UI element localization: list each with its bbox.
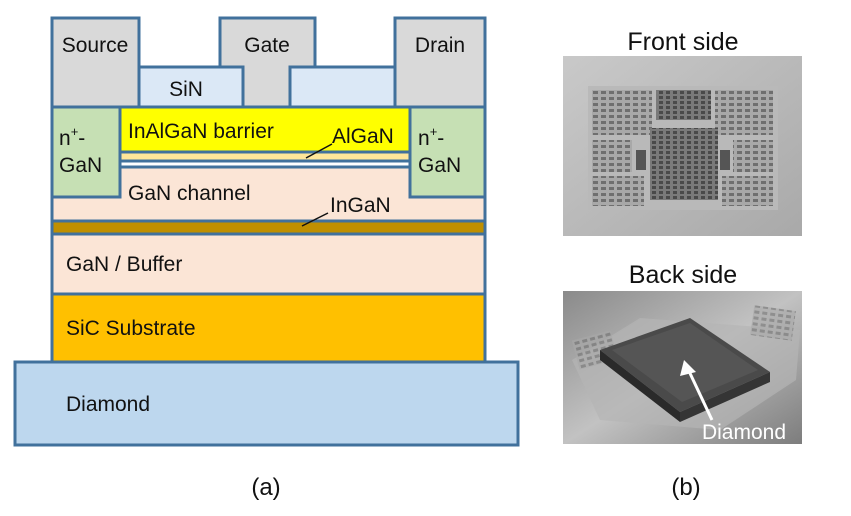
photo-panel: Front side Back side [563, 28, 802, 501]
substrate-label: SiC Substrate [66, 317, 196, 340]
front-side-title: Front side [627, 28, 738, 56]
drain-contact [393, 16, 487, 109]
channel-label: GaN channel [128, 182, 251, 205]
gan-label-right: GaN [418, 154, 461, 177]
sin-right [288, 65, 397, 109]
cross-section-labels: Source Gate Drain SiN n+- GaN n+- GaN In… [59, 34, 465, 501]
drain-label: Drain [415, 34, 465, 57]
n-plus-label-left: n+- [59, 124, 85, 150]
diamond-arrow-shaft [686, 368, 714, 421]
diamond-label: Diamond [66, 393, 150, 416]
caption-a: (a) [251, 474, 280, 501]
gan-label-left: GaN [59, 154, 102, 177]
buffer-label: GaN / Buffer [66, 253, 182, 276]
caption-b: (b) [671, 474, 700, 501]
back-side-photo: Diamond [563, 291, 802, 444]
ingan-leader-line [301, 212, 329, 227]
gate-contact [218, 16, 317, 109]
diamond-layer [13, 360, 520, 447]
sic-substrate-layer [50, 292, 487, 364]
back-side-title: Back side [629, 261, 737, 289]
diamond-arrow-head [680, 360, 696, 376]
n-plus-gan-left [50, 105, 122, 199]
ingan-layer [50, 219, 487, 236]
gate-label: Gate [244, 34, 290, 57]
n-plus-gan-right [408, 105, 487, 199]
ingan-label: InGaN [330, 194, 391, 217]
sin-label: SiN [169, 78, 203, 101]
front-side-photo [563, 56, 802, 236]
algan-leader-line [305, 143, 333, 159]
n-plus-label-right: n+- [418, 124, 444, 150]
source-contact [50, 16, 141, 109]
source-label: Source [62, 34, 129, 57]
algan-label: AlGaN [332, 125, 394, 148]
device-cross-section [13, 16, 520, 447]
diamond-photo-label: Diamond [702, 421, 786, 444]
barrier-label: InAlGaN barrier [128, 120, 274, 143]
